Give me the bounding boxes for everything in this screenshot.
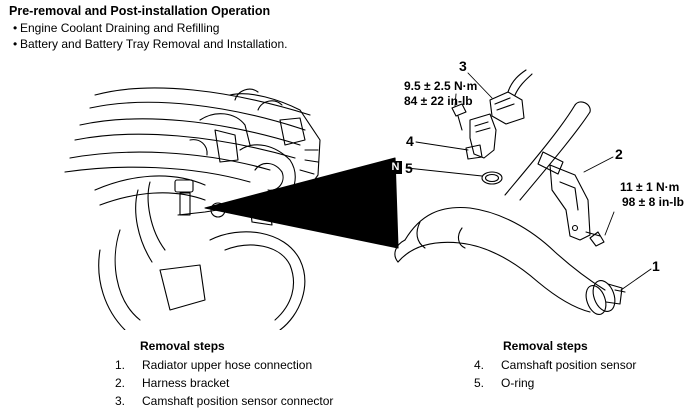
step-number: 2. bbox=[115, 376, 126, 390]
pre-item-battery: •Battery and Battery Tray Removal and In… bbox=[13, 37, 287, 51]
bullet-icon: • bbox=[13, 21, 18, 35]
step-item: 4. Camshaft position sensor bbox=[474, 358, 636, 372]
step-number: 4. bbox=[474, 358, 485, 372]
step-item: 2. Harness bracket bbox=[115, 376, 229, 390]
callout-4: 4 bbox=[406, 133, 414, 149]
step-number: 1. bbox=[115, 358, 126, 372]
zoom-pointer bbox=[204, 157, 399, 249]
callout-5: 5 bbox=[405, 160, 413, 176]
torque-bracket-bolt-imperial: 98 ± 8 in-lb bbox=[622, 195, 684, 209]
removal-steps-heading-left: Removal steps bbox=[140, 339, 225, 353]
step-text: Harness bracket bbox=[142, 376, 230, 390]
step-item: 5. O-ring bbox=[474, 376, 534, 390]
removal-steps-heading-right: Removal steps bbox=[503, 339, 588, 353]
torque-bracket-bolt-metric: 11 ± 1 N·m bbox=[620, 180, 680, 194]
detail-drawing bbox=[394, 69, 626, 315]
step-text: Radiator upper hose connection bbox=[142, 358, 313, 372]
callout-1: 1 bbox=[652, 258, 660, 274]
step-text: O-ring bbox=[501, 376, 535, 390]
torque-sensor-bolt-metric: 9.5 ± 2.5 N·m bbox=[404, 79, 478, 93]
pre-item-text: Battery and Battery Tray Removal and Ins… bbox=[20, 37, 288, 51]
torque-sensor-bolt-imperial: 84 ± 22 in-lb bbox=[404, 94, 473, 108]
callout-2: 2 bbox=[615, 146, 623, 162]
step-text: Camshaft position sensor bbox=[501, 358, 637, 372]
callout-3: 3 bbox=[459, 58, 467, 74]
bullet-icon: • bbox=[13, 37, 18, 51]
step-item: 1. Radiator upper hose connection bbox=[115, 358, 312, 372]
step-number: 3. bbox=[115, 394, 126, 408]
step-item: 3. Camshaft position sensor connector bbox=[115, 394, 333, 408]
camshaft-sensor-illustration bbox=[64, 69, 652, 330]
step-number: 5. bbox=[474, 376, 485, 390]
pre-item-coolant: •Engine Coolant Draining and Refilling bbox=[13, 21, 219, 35]
leader-lines bbox=[406, 72, 652, 291]
pre-item-text: Engine Coolant Draining and Refilling bbox=[20, 21, 220, 35]
step-text: Camshaft position sensor connector bbox=[142, 394, 334, 408]
pre-removal-title: Pre-removal and Post-installation Operat… bbox=[9, 4, 271, 18]
n-mark-badge: N bbox=[389, 161, 402, 174]
